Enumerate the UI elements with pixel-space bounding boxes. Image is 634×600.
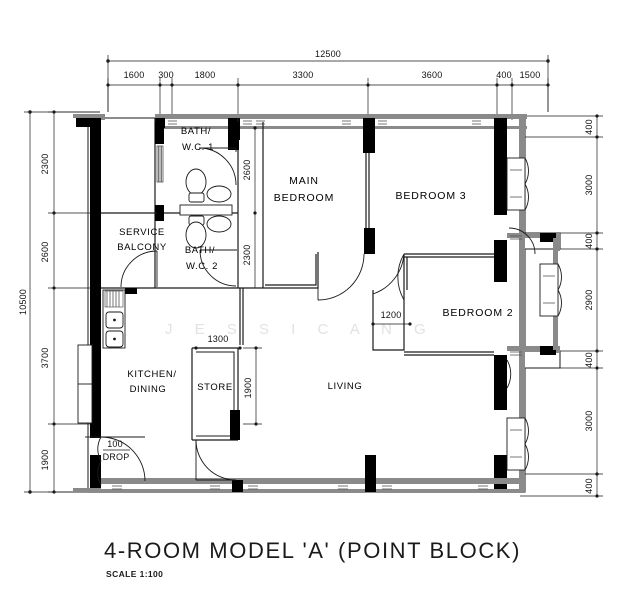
dim-overall-width: 12500 [315,49,341,59]
dim-3300: 3300 [293,70,314,80]
drawing-scale: SCALE 1:100 [106,569,163,579]
room-label-service-balcony-line1: SERVICE [119,227,165,238]
dim-3000-r1: 3000 [584,175,594,196]
room-label-main-bedroom-line2: BEDROOM [274,192,335,204]
watermark-text: J E S S I C A N G [165,321,435,338]
bathroom-fixtures [179,168,233,249]
dim-1200-interior: 1200 [381,310,402,320]
living-balcony-doors [506,417,529,471]
dim-400-top: 400 [496,70,512,80]
room-label-bedroom2: BEDROOM 2 [442,307,513,319]
dim-1600: 1600 [124,70,145,80]
dim-2900-r: 2900 [584,290,594,311]
room-label-kitchen-line2: DINING [130,384,167,395]
dim-3600: 3600 [422,70,443,80]
room-label-bedroom3: BEDROOM 3 [395,190,466,202]
dim-1300-interior: 1300 [208,334,229,344]
bottom-window-glazing [112,485,488,490]
right-dimension-chain: 400 3000 400 2900 400 3000 400 [520,114,603,498]
dim-1500: 1500 [520,70,541,80]
drop-label-text: DROP [103,452,130,462]
dim-2300-left: 2300 [40,154,50,175]
dim-overall-height: 10500 [18,289,28,315]
dim-3700-left: 3700 [40,348,50,369]
bedroom3-balcony-doors [506,157,529,211]
internal-partitions [77,118,507,441]
dim-1900-interior: 1900 [243,378,253,399]
balcony-rail-hatch [156,145,164,183]
room-label-bath2-line1: BATH/ [185,245,215,256]
dim-3000-r2: 3000 [584,411,594,432]
drawing-title: 4-ROOM MODEL 'A' (POINT BLOCK) [104,538,521,563]
room-label-main-bedroom-line1: MAIN [289,175,319,187]
bedroom2-balcony-doors [539,263,562,317]
dim-2600-left: 2600 [40,242,50,263]
kitchen-window [77,344,93,424]
room-label-bath1-line1: BATH/ [181,126,211,137]
kitchen-counter [102,288,137,349]
dim-400-r1: 400 [584,119,594,135]
room-label-bath2-line2: W.C. 2 [186,261,218,272]
dim-2300-interior: 2300 [242,245,252,266]
room-label-living: LIVING [328,381,363,392]
room-labels: BATH/ W.C. 1 BATH/ W.C. 2 SERVICE BALCON… [103,126,513,462]
dim-400-r3: 400 [584,352,594,368]
dim-400-r4: 400 [584,478,594,494]
dim-300: 300 [158,70,174,80]
dim-1800: 1800 [195,70,216,80]
dim-2600-interior: 2600 [242,160,252,181]
top-dimension-chain-segments: 1600 300 1800 3300 3600 400 1500 [106,70,550,120]
interior-dimensions: 2600 2300 1200 1300 1900 [194,126,412,426]
drop-label-value: 100 [107,439,123,449]
dim-1900-left: 1900 [40,450,50,471]
room-label-service-balcony-line2: BALCONY [117,242,167,253]
room-label-bath1-line2: W.C. 1 [182,142,214,153]
dim-400-r2: 400 [584,233,594,249]
room-label-kitchen-line1: KITCHEN/ [127,369,176,380]
room-label-store: STORE [197,382,233,393]
door-swings [85,147,562,486]
